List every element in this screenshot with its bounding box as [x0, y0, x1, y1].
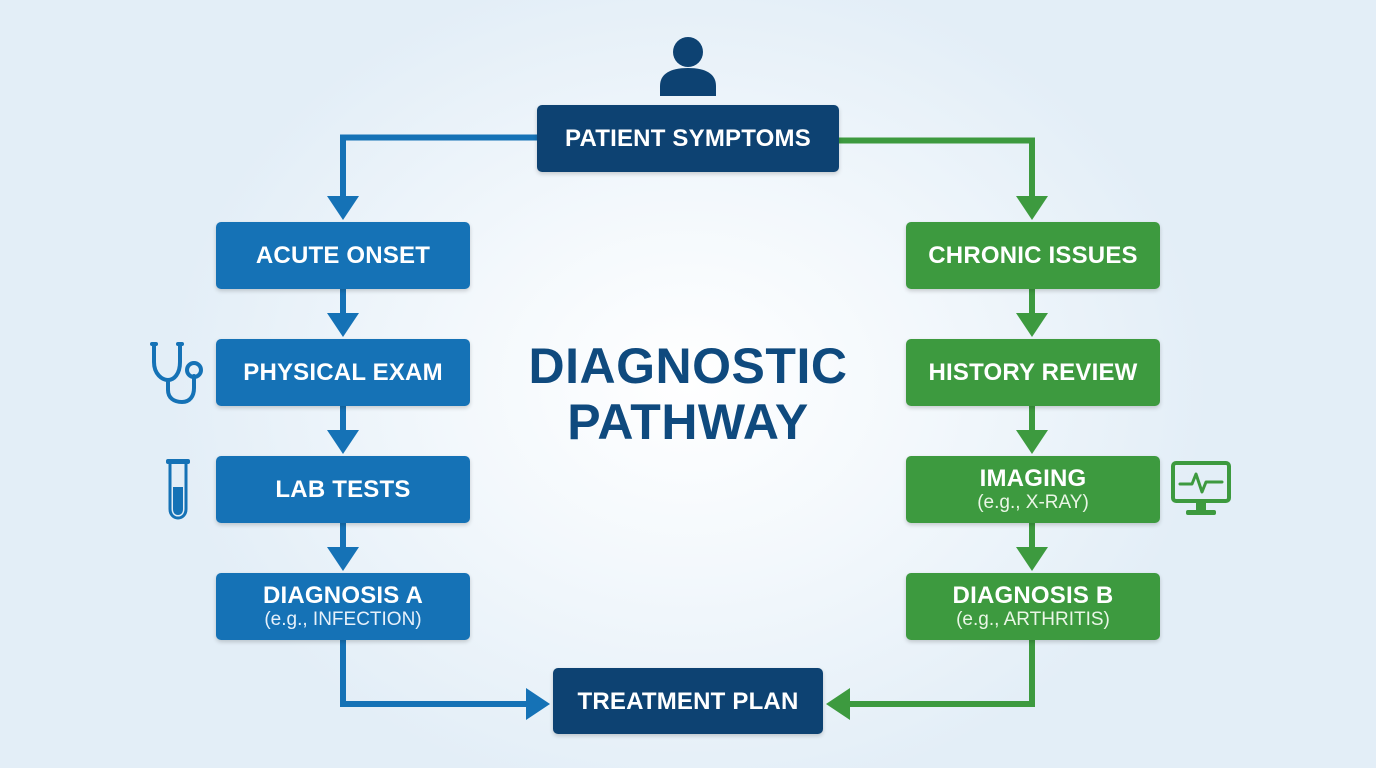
- diagram-title-line-2: PATHWAY: [567, 394, 809, 450]
- connector-diagB-to-treatment: [1029, 640, 1035, 707]
- node-sublabel: (e.g., X-RAY): [977, 492, 1089, 513]
- connector-lab-to-diagA: [340, 523, 346, 550]
- node-acute-onset: ACUTE ONSET: [216, 222, 470, 289]
- node-label: PHYSICAL EXAM: [243, 359, 443, 386]
- person-icon: [660, 37, 716, 96]
- diagram-title: DIAGNOSTIC PATHWAY: [488, 338, 888, 450]
- node-treatment-plan: TREATMENT PLAN: [553, 668, 823, 734]
- node-imaging: IMAGING (e.g., X-RAY): [906, 456, 1160, 523]
- node-label: DIAGNOSIS A: [263, 582, 423, 609]
- node-label: LAB TESTS: [275, 476, 411, 503]
- node-label: DIAGNOSIS B: [952, 582, 1114, 609]
- node-label: IMAGING: [979, 465, 1087, 492]
- connector-physical-to-lab: [340, 406, 346, 433]
- connector-acute-to-physical: [340, 289, 346, 316]
- node-diagnosis-a: DIAGNOSIS A (e.g., INFECTION): [216, 573, 470, 640]
- node-lab-tests: LAB TESTS: [216, 456, 470, 523]
- node-label: HISTORY REVIEW: [928, 359, 1138, 386]
- node-patient-symptoms: PATIENT SYMPTOMS: [537, 105, 839, 172]
- node-label: PATIENT SYMPTOMS: [565, 125, 811, 152]
- test-tube-icon: [166, 459, 190, 520]
- node-chronic-issues: CHRONIC ISSUES: [906, 222, 1160, 289]
- node-label: CHRONIC ISSUES: [928, 242, 1138, 269]
- node-diagnosis-b: DIAGNOSIS B (e.g., ARTHRITIS): [906, 573, 1160, 640]
- right-branch-connectors: [826, 137, 1048, 720]
- monitor-icon: [1171, 461, 1231, 515]
- connector-symptoms-to-chronic: [839, 137, 1035, 144]
- connector-imaging-to-diagB: [1029, 523, 1035, 550]
- node-sublabel: (e.g., ARTHRITIS): [956, 609, 1110, 630]
- connector-history-to-imaging: [1029, 406, 1035, 433]
- connector-chronic-to-history: [1029, 289, 1035, 316]
- connector-diagA-to-treatment: [340, 640, 346, 707]
- left-branch-connectors: [327, 134, 550, 720]
- node-history-review: HISTORY REVIEW: [906, 339, 1160, 406]
- connector-symptoms-to-acute: [343, 134, 537, 141]
- diagram-title-line-1: DIAGNOSTIC: [528, 338, 848, 394]
- node-label: ACUTE ONSET: [255, 242, 431, 269]
- node-label: TREATMENT PLAN: [577, 687, 799, 715]
- stethoscope-icon: [150, 342, 203, 404]
- node-sublabel: (e.g., INFECTION): [264, 609, 422, 630]
- node-physical-exam: PHYSICAL EXAM: [216, 339, 470, 406]
